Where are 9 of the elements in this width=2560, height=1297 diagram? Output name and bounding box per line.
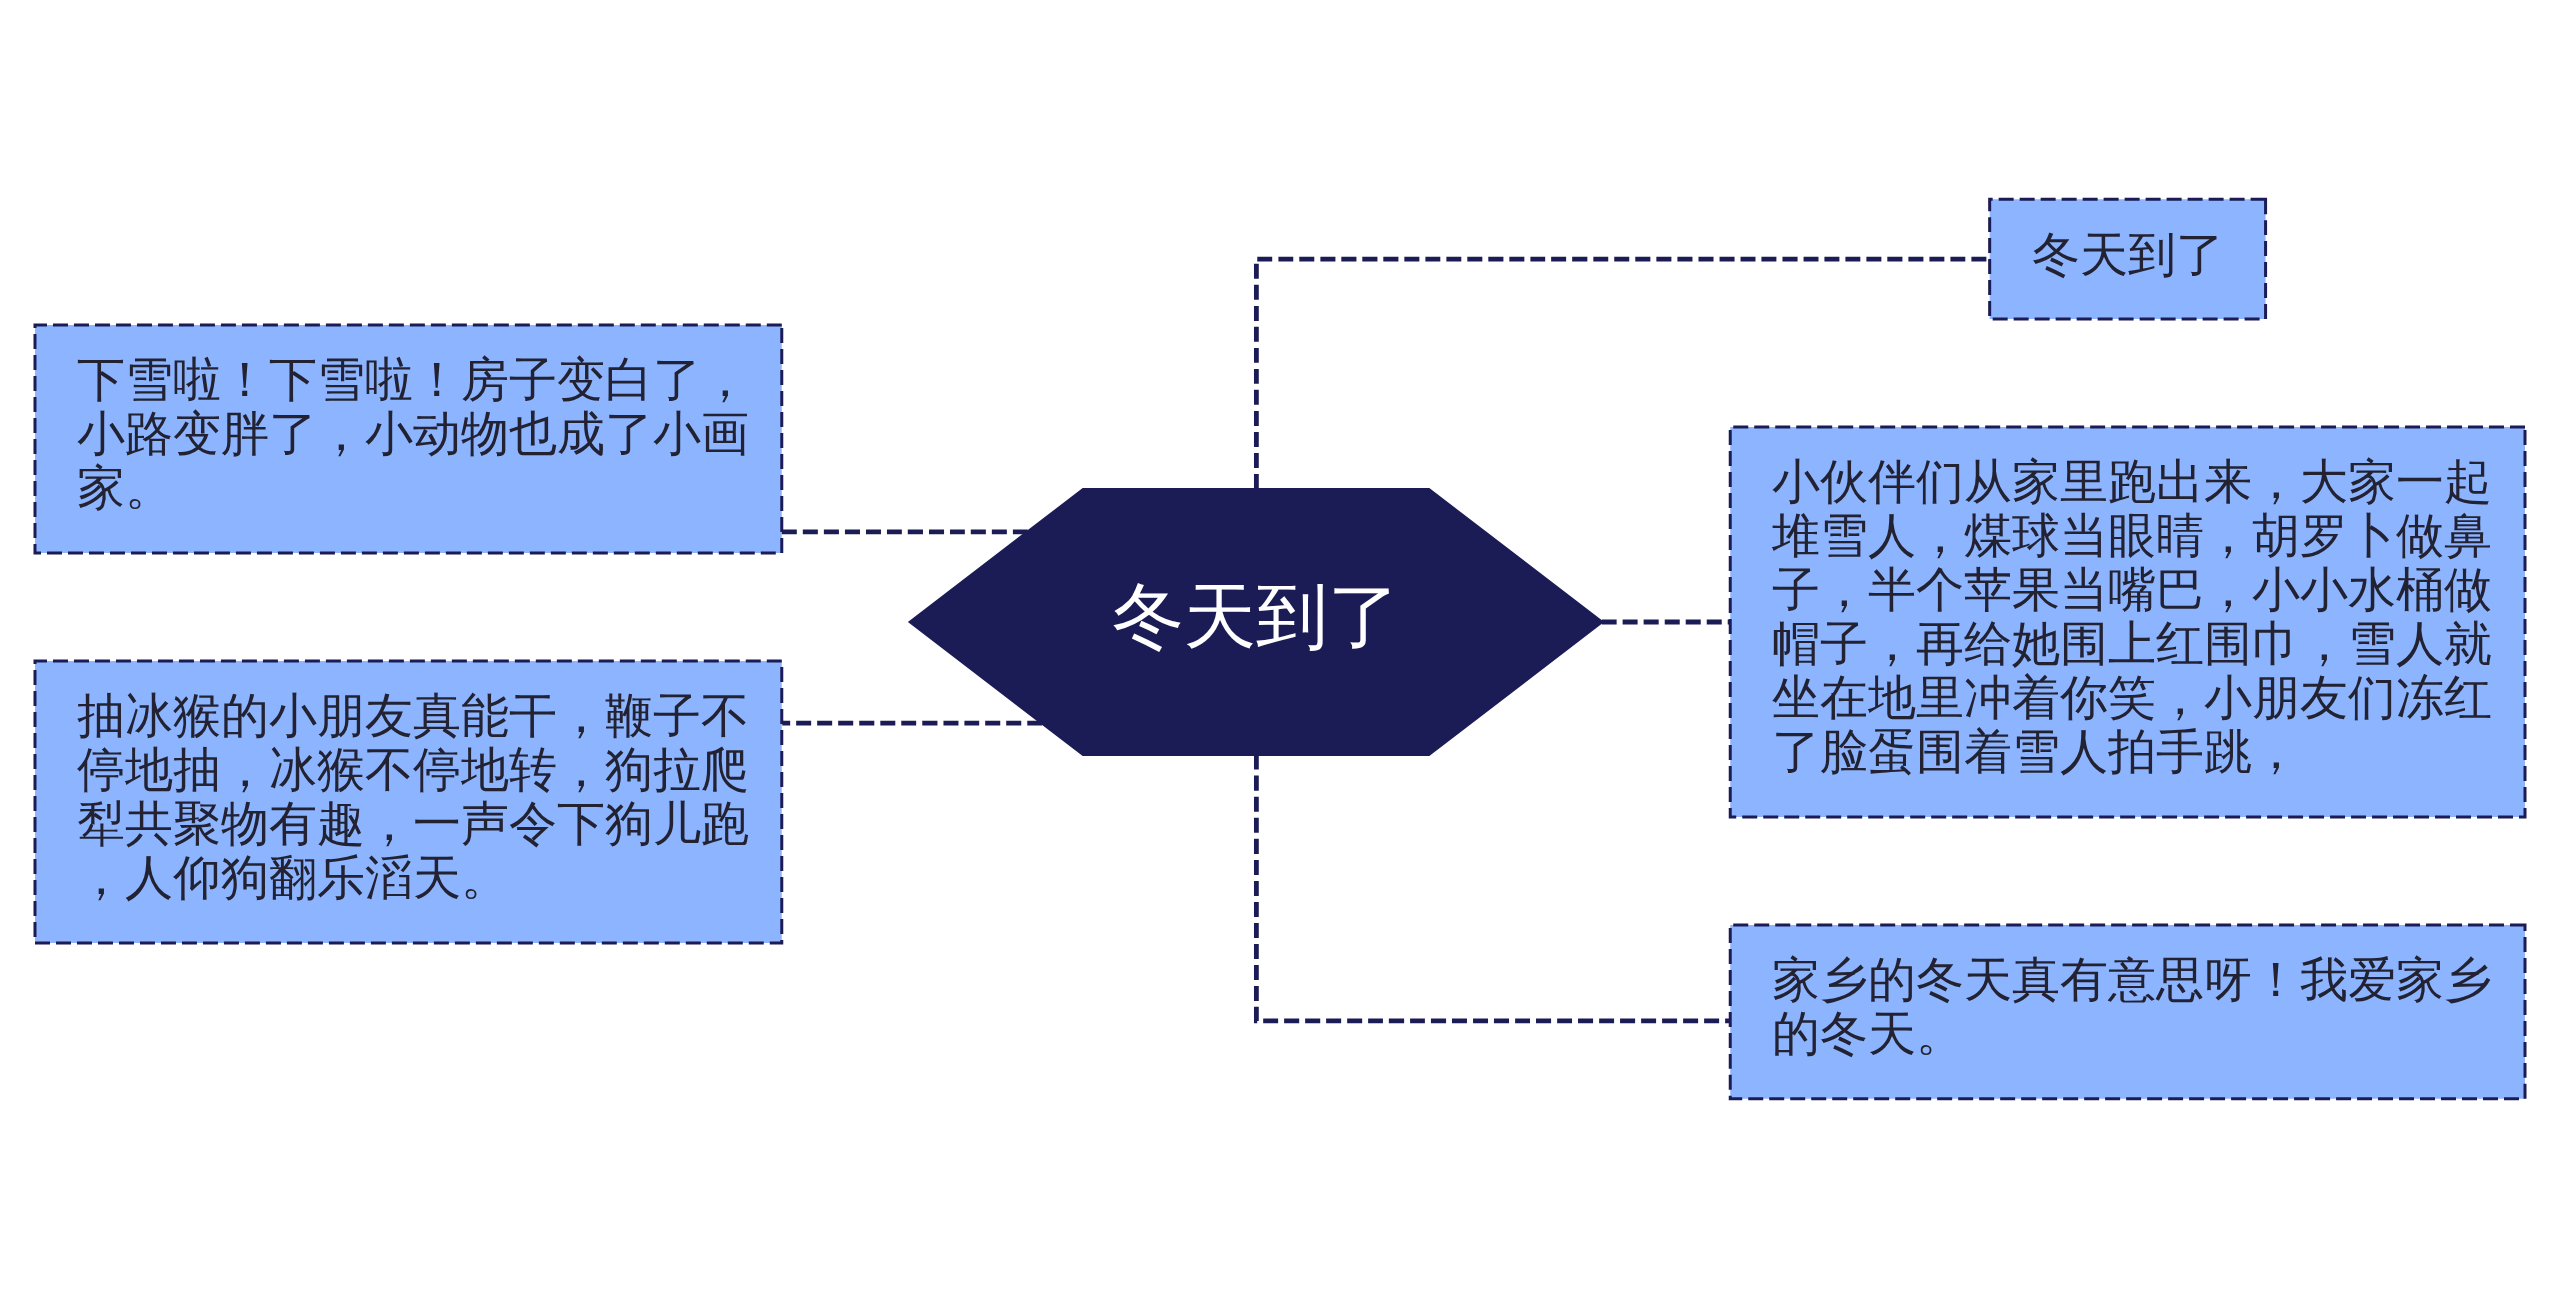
node-box: 冬天到了	[1988, 197, 2268, 321]
connector	[781, 529, 1028, 534]
node-box: 下雪啦！下雪啦！房子变白了，小路变胖了，小动物也成了小画家。	[33, 323, 784, 555]
connector	[782, 720, 1043, 726]
node-box: 抽冰猴的小朋友真能干，鞭子不停地抽，冰猴不停地转，狗拉爬犁共聚物有趣，一声令下狗儿跑，人仰狗翻乐滔天。	[33, 659, 784, 944]
node-box: 家乡的冬天真有意思呀！我爱家乡的冬天。	[1728, 922, 2527, 1100]
connector	[1601, 619, 1730, 624]
connector	[1254, 754, 1729, 1023]
node-box: 小伙伴们从家里跑出来，大家一起堆雪人，煤球当眼睛，胡罗卜做鼻子，半个苹果当嘴巴，小小水桶做帽子，再给她围上红围巾，雪人就坐在地里冲着你笑，小朋友们冻红了脸蛋围着雪人拍手跳，	[1728, 425, 2527, 818]
